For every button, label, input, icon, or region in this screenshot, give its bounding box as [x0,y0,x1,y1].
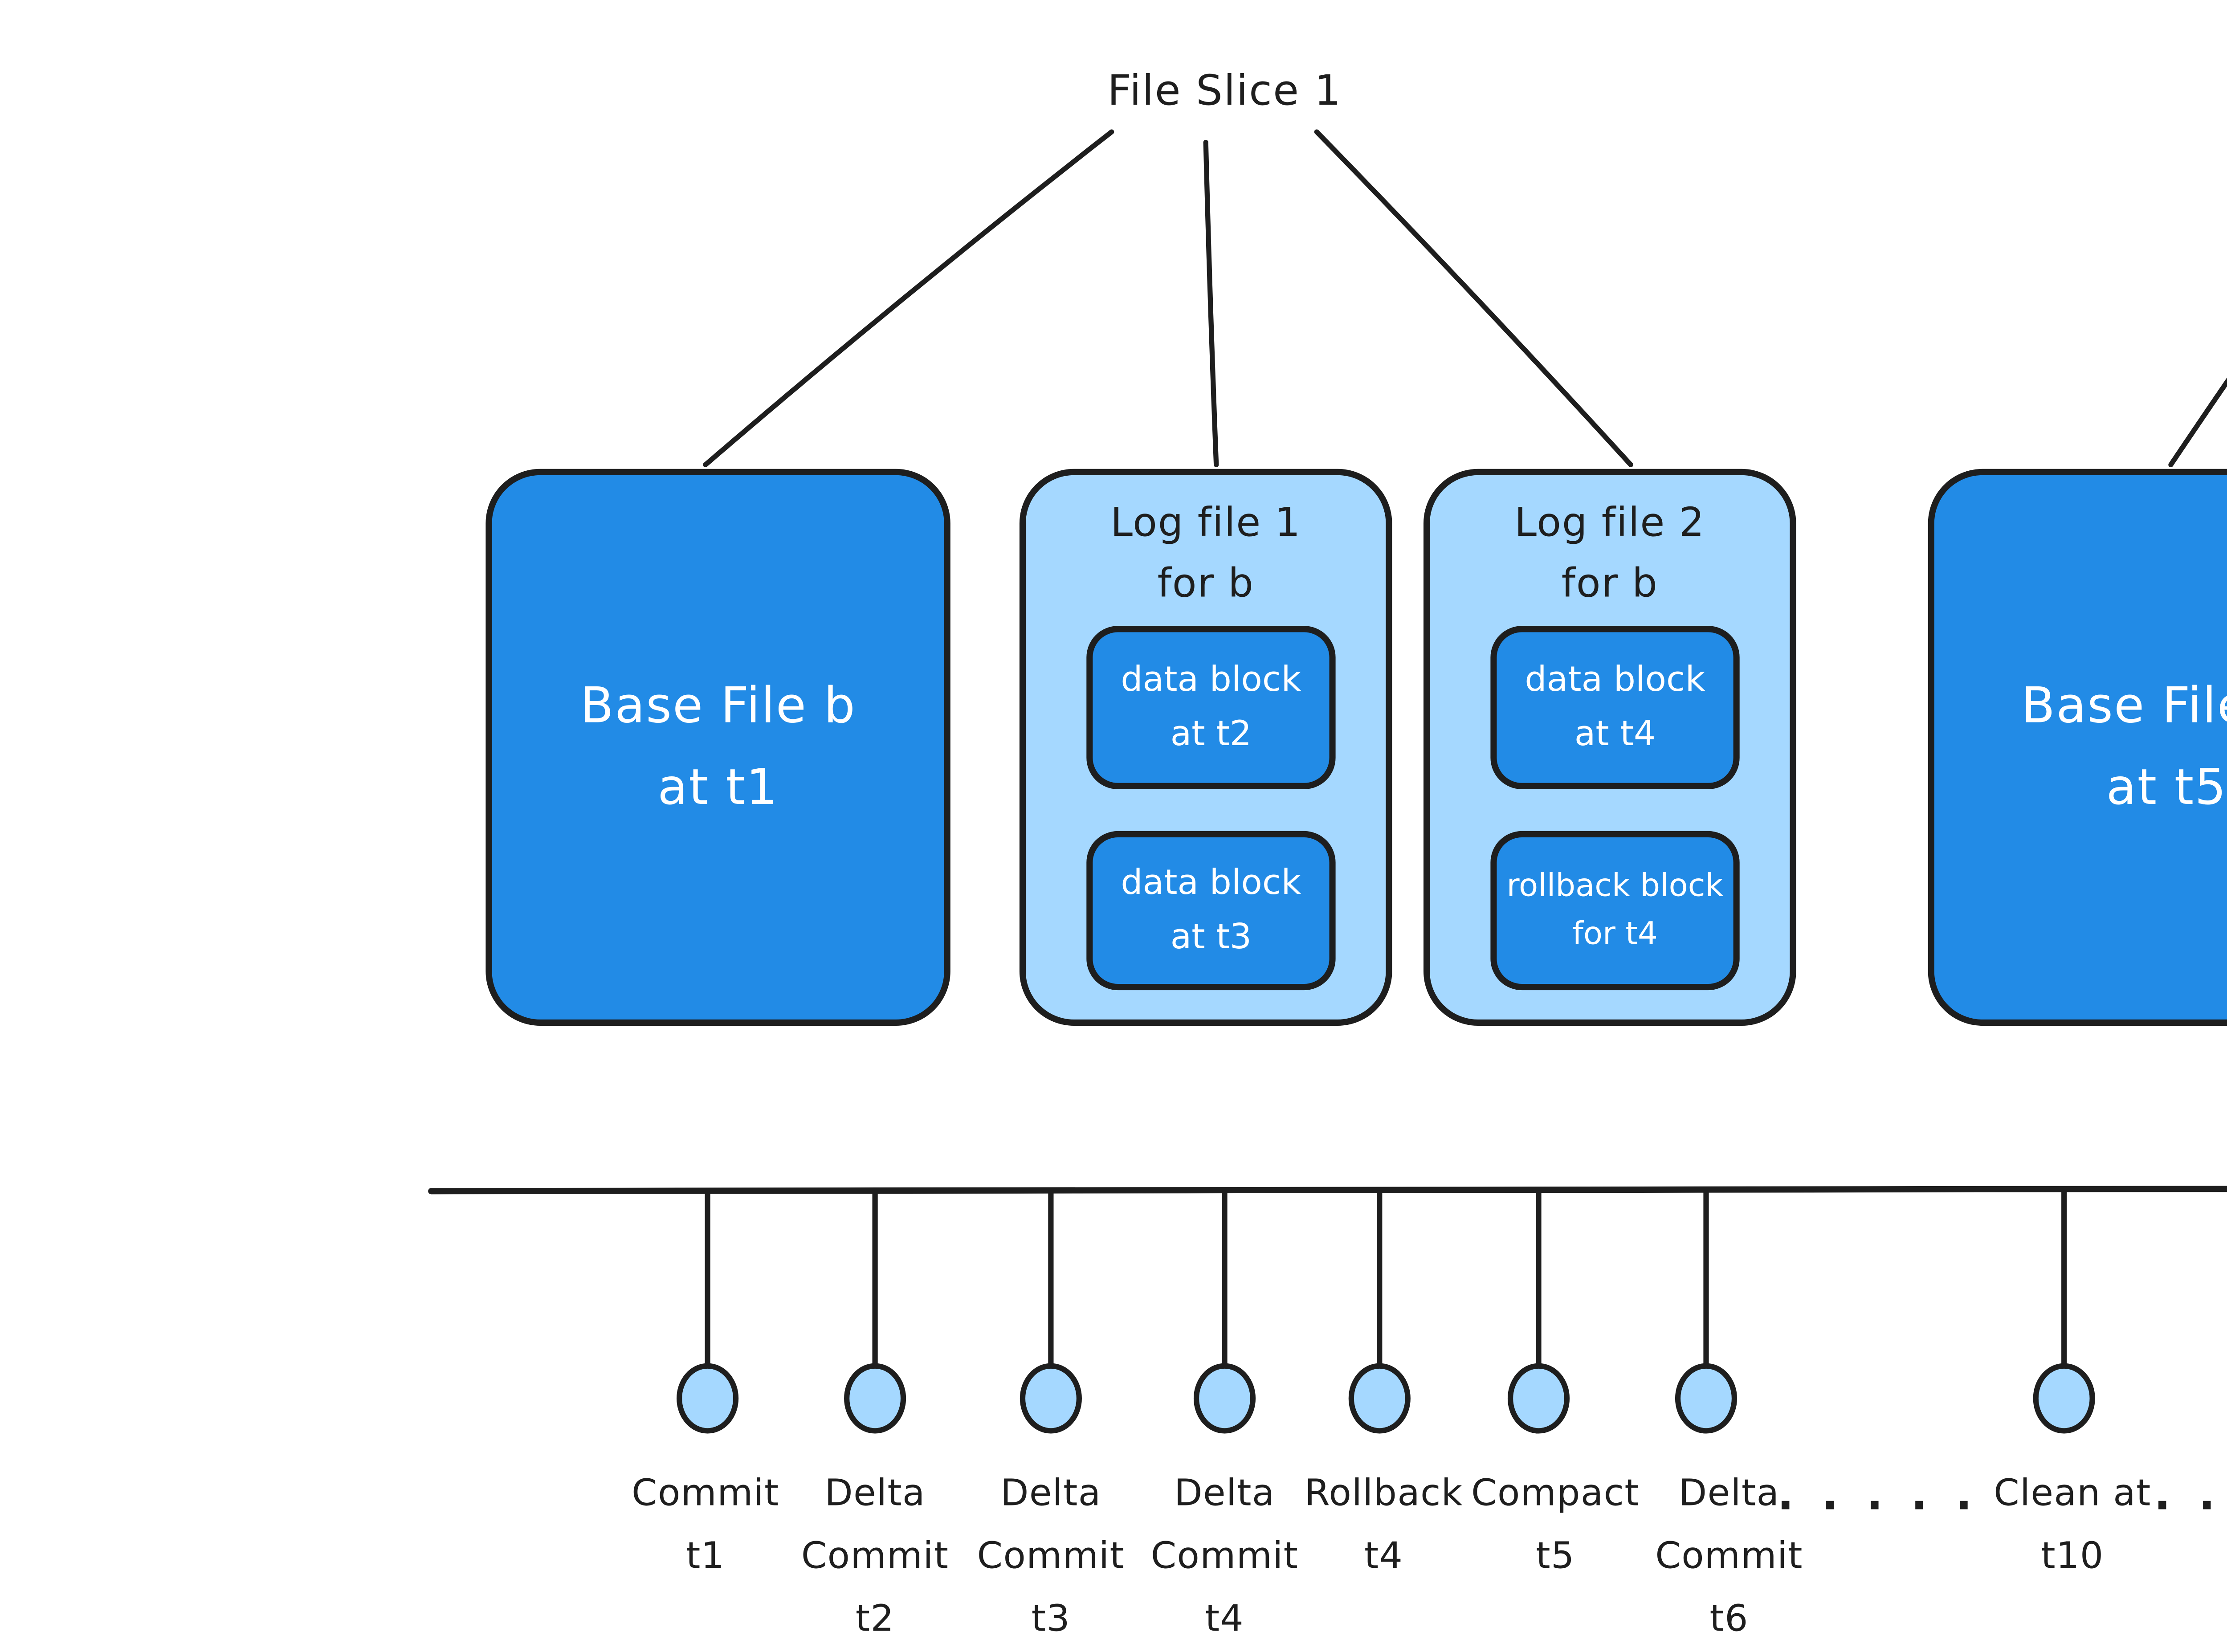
base-file-b-prime-title: Base File b' at t5 [2021,677,2227,816]
log-file-1-b-box: Log file 1 for b data block at t2 data b… [1019,469,1392,1026]
data-block-t2: data block at t2 [1086,626,1336,789]
base-file-b-box: Base File b at t1 [485,469,950,1026]
event-label-commit-t1: Commit t1 [632,1473,779,1578]
timeline-event-marker [1193,1363,1256,1434]
timeline-event-marker [1507,1363,1570,1434]
file-slice-1-label: File Slice 1 [1107,65,1342,115]
file-slice-1-connector-middle [1203,139,1219,468]
event-label-delta-commit-t2: Delta Commit t2 [801,1473,949,1640]
timeline-event-marker [2033,1363,2095,1434]
file-slice-2-connector-left [2168,377,2227,468]
event-label-clean-t10: Clean at t10 [1994,1473,2151,1578]
timeline-ellipsis: . . . . . [2154,1469,2227,1520]
hudi-file-slice-timeline-diagram: File Slice 1 File Slice 2 Base File b at… [428,65,2227,1640]
timeline-event-marker [1020,1363,1082,1434]
log-file-2-b-box: Log file 2 for b data block at t4 rollba… [1423,469,1796,1026]
file-slice-1-connector-right [1314,129,1633,468]
timeline-event-marker [1348,1363,1411,1434]
timeline-event-marker [844,1363,906,1434]
base-file-b-prime-box: Base File b' at t5 [1928,469,2227,1026]
log-file-2-b-title: Log file 2 for b [1514,500,1705,606]
diagram-lines-layer [428,129,2227,1434]
timeline-axis [428,1184,2227,1195]
data-block-t4: data block at t4 [1490,626,1740,789]
data-block-t3: data block at t3 [1086,831,1336,991]
base-file-b-title: Base File b at t1 [580,677,857,816]
event-label-rollback-t4: Rollback t4 [1304,1473,1463,1578]
log-file-1-b-title: Log file 1 for b [1110,500,1301,606]
file-slice-1-connector-left [703,129,1114,468]
timeline-event-marker [1675,1363,1738,1434]
rollback-block-t4: rollback block for t4 [1490,831,1740,991]
event-label-delta-commit-t4: Delta Commit t4 [1150,1473,1299,1640]
timeline-ellipsis: . . . . . [1777,1469,1978,1520]
timeline-event-marker [677,1363,739,1434]
event-label-compact-t5: Compact t5 [1471,1473,1640,1578]
event-label-delta-commit-t3: Delta Commit t3 [977,1473,1125,1640]
